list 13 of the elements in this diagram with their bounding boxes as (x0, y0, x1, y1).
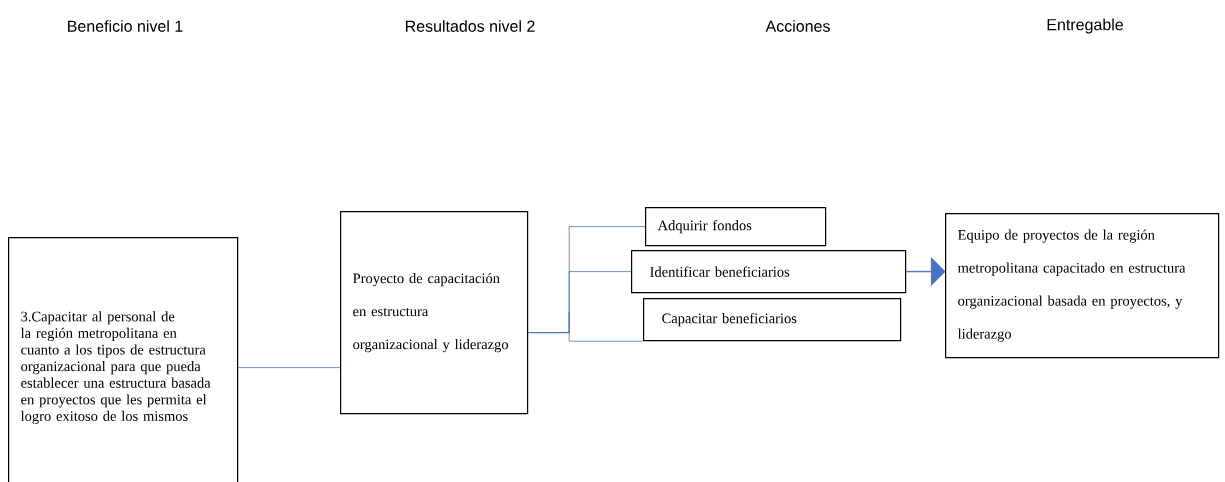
column-heading: Acciones (765, 20, 830, 32)
column-heading: Entregable (1047, 18, 1123, 34)
column-heading: Resultados nivel 2 (405, 20, 535, 32)
text-box: Adquirir fondos (645, 207, 827, 247)
connector-line (237, 367, 341, 368)
column-heading: Beneficio nivel 1 (68, 20, 183, 32)
text-box: Capacitar beneficiarios (643, 298, 902, 342)
block-arrow (906, 257, 946, 286)
text-box: Identificar beneficiarios (631, 250, 907, 294)
text-box: Proyecto de capacitación en estructura organizacional y liderazgo (340, 211, 529, 415)
text-box: Equipo de proyectos de la región metropolitana capacitado en estructura organizacional basada en proyectos, y liderazgo (945, 213, 1220, 359)
text-box: 3.Capacitar al personal de la región metropolitana en cuanto a los tipos de estructura organizacional para que pueda establecer una estructura basada en proyectos que les permita el logro exitoso de los mismos (8, 237, 239, 482)
bracket-line (527, 312, 644, 342)
